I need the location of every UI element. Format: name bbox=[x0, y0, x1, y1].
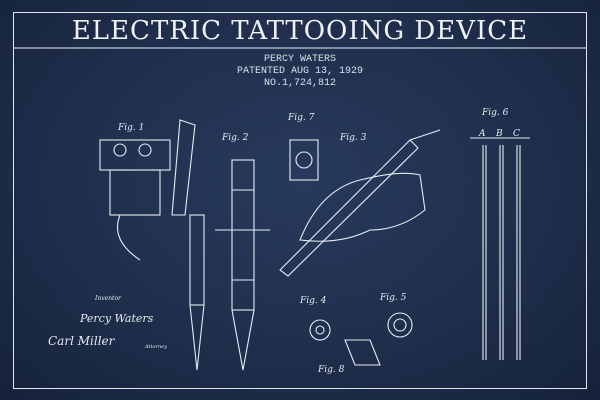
attorney-signature: Carl Miller bbox=[48, 334, 116, 348]
figure-5-label: Fig. 5 bbox=[379, 293, 407, 303]
figure-8-label: Fig. 8 bbox=[317, 365, 345, 375]
inventor-name: PERCY WATERS bbox=[263, 54, 336, 65]
figure-3-label: Fig. 3 bbox=[339, 133, 367, 143]
figure-1-label: Fig. 1 bbox=[117, 123, 144, 133]
poster-border bbox=[13, 12, 587, 389]
patent-number: NO.1,724,812 bbox=[263, 78, 336, 89]
figure-2-drawing bbox=[215, 159, 270, 371]
figure-1-drawing bbox=[99, 119, 205, 371]
needle-label-c: C bbox=[513, 129, 520, 139]
inventor-signature: Percy Waters bbox=[79, 312, 154, 325]
needle-label-a: A bbox=[478, 129, 486, 139]
figure-7-label: Fig. 7 bbox=[287, 113, 315, 123]
figure-6-label: Fig. 6 bbox=[481, 108, 509, 118]
poster-title: ELECTRIC TATTOOING DEVICE bbox=[71, 16, 529, 46]
figure-2-label: Fig. 2 bbox=[221, 133, 249, 143]
inventor-caption: Inventor bbox=[94, 295, 122, 302]
figure-3-drawing bbox=[279, 129, 441, 277]
figure-7-drawing bbox=[289, 139, 319, 181]
needle-label-b: B bbox=[495, 129, 503, 139]
figure-4-label: Fig. 4 bbox=[299, 296, 327, 306]
figure-6-drawing bbox=[470, 137, 530, 360]
patent-date: PATENTED AUG 13, 1929 bbox=[236, 66, 364, 77]
attorney-caption: Attorney bbox=[144, 344, 167, 350]
figures-4-5-8-drawing bbox=[309, 312, 413, 366]
